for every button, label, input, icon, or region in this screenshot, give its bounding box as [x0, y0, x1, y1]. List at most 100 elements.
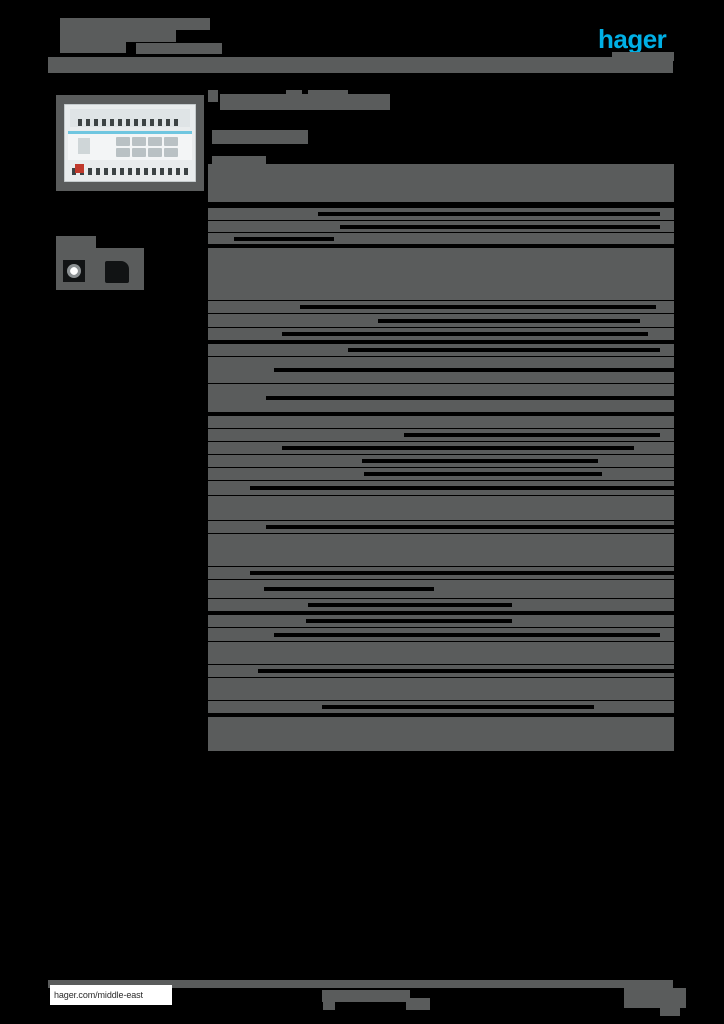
spec-label [210, 523, 244, 531]
row-separator [208, 677, 674, 678]
table-row [208, 208, 674, 220]
spec-value-leader [322, 705, 594, 709]
table-row [208, 233, 674, 244]
table-row [208, 567, 674, 579]
spec-value-leader [274, 633, 660, 637]
row-separator [208, 467, 674, 468]
row-separator [208, 641, 674, 642]
document-subtitle [136, 43, 222, 54]
table-row [208, 615, 674, 627]
spec-value-leader [348, 348, 660, 352]
spec-value-leader [300, 305, 656, 309]
spec-label [210, 317, 284, 325]
footer-url-text: hager.com/middle-east [54, 990, 143, 1000]
document-title-line-2 [60, 30, 176, 42]
row-separator [208, 232, 674, 233]
section-separator [208, 713, 674, 715]
spec-value-leader [404, 433, 660, 437]
spec-row-band [208, 534, 674, 566]
spec-label [210, 346, 272, 354]
table-row [208, 665, 674, 677]
plug-connector-icon [96, 248, 144, 290]
spec-value-leader [266, 525, 674, 529]
spec-label [210, 270, 284, 278]
connector-glyph-icon [105, 261, 129, 283]
footer-page-number [624, 988, 686, 1008]
spec-label [210, 457, 240, 465]
knx-certification-icon [56, 236, 96, 290]
spec-label [210, 703, 244, 711]
knx-logo-icon [63, 260, 85, 282]
product-button [132, 137, 146, 146]
product-display [78, 138, 90, 154]
product-top-terminals [78, 119, 182, 126]
table-row [208, 580, 674, 598]
spec-label [210, 366, 262, 374]
row-separator [208, 480, 674, 481]
table-row [208, 429, 674, 441]
table-row [208, 248, 674, 300]
footer-note-1 [322, 990, 410, 1002]
row-separator [208, 356, 674, 357]
table-row [208, 534, 674, 566]
spec-value-leader [282, 332, 648, 336]
row-separator [208, 579, 674, 580]
spec-value-leader [362, 459, 598, 463]
row-separator [208, 495, 674, 496]
footer-url-link[interactable]: hager.com/middle-east [50, 985, 172, 1005]
section-separator [208, 340, 674, 342]
section-separator [208, 412, 674, 414]
spec-value-leader [266, 396, 674, 400]
table-row [208, 357, 674, 383]
spec-label [210, 730, 284, 738]
footer-note-2 [323, 1002, 335, 1010]
page-title [220, 94, 390, 110]
spec-label [210, 484, 244, 492]
page-title-part-1 [208, 90, 218, 102]
spec-row-band [208, 496, 674, 520]
row-separator [208, 313, 674, 314]
spec-label [210, 394, 262, 402]
catalogue-number [212, 156, 266, 166]
section-separator [208, 244, 674, 246]
table-row [208, 717, 674, 751]
row-separator [208, 327, 674, 328]
spec-label [210, 685, 244, 693]
product-button [116, 137, 130, 146]
table-row [208, 599, 674, 611]
spec-value-leader [250, 486, 674, 490]
document-title-line-1 [60, 18, 210, 30]
row-separator [208, 300, 674, 301]
table-row [208, 442, 674, 454]
product-device-body [64, 104, 196, 182]
logo-tagline [612, 52, 674, 61]
section-separator [208, 611, 674, 613]
spec-row-band [208, 717, 674, 751]
spec-row-band [208, 233, 674, 244]
product-accent-stripe [68, 131, 192, 134]
spec-label [210, 431, 240, 439]
spec-value-leader [264, 587, 434, 591]
row-separator [208, 751, 674, 752]
product-subline [212, 130, 308, 144]
table-row [208, 628, 674, 641]
spec-label [210, 667, 244, 675]
row-separator [208, 598, 674, 599]
row-separator [208, 428, 674, 429]
table-row [208, 328, 674, 340]
table-row [208, 314, 674, 327]
row-separator [208, 627, 674, 628]
spec-value-leader [306, 619, 512, 623]
spec-value-leader [258, 669, 674, 673]
product-photo [56, 95, 204, 191]
spec-value-leader [378, 319, 640, 323]
table-row [208, 416, 674, 428]
product-button [164, 148, 178, 157]
spec-label [210, 223, 320, 231]
spec-label [210, 649, 284, 657]
spec-row-band [208, 642, 674, 664]
spec-label [210, 546, 244, 554]
product-programming-button [75, 164, 84, 173]
spec-label [210, 210, 284, 218]
row-separator [208, 441, 674, 442]
